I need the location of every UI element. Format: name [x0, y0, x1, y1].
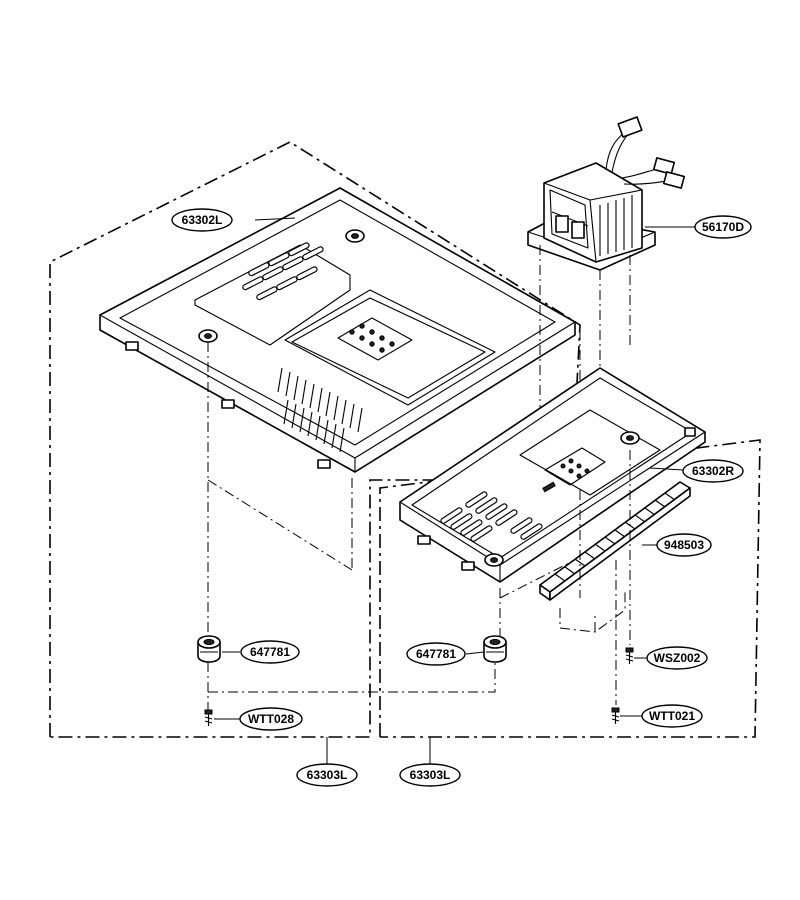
callout-screw-washer-text: WSZ002 — [654, 651, 701, 665]
callout-gasket-strip: 948503 — [656, 533, 712, 557]
right-base-plate — [399, 367, 706, 583]
callout-leaders — [214, 217, 697, 764]
left-projection-lines — [207, 342, 496, 712]
left-plate-front-vents — [277, 367, 363, 453]
callout-assembly-left-text: 63303L — [307, 768, 348, 782]
left-base-plate — [99, 187, 576, 473]
right-plate-holes — [560, 458, 590, 479]
callout-base-plate-left: 63302L — [171, 208, 233, 232]
callout-assembly-right-text: 63303L — [410, 768, 451, 782]
callout-base-plate-left-text: 63302L — [182, 213, 223, 227]
foot-right — [483, 635, 507, 663]
gasket-strip — [539, 481, 691, 601]
callout-foot-left: 647781 — [240, 640, 300, 664]
callout-gasket-strip-text: 948503 — [664, 538, 704, 552]
callout-screw-washer: WSZ002 — [646, 646, 708, 670]
screw-right — [611, 707, 620, 724]
foot-left — [197, 635, 221, 663]
callout-foot-right: 647781 — [406, 642, 466, 666]
callout-assembly-right: 63303L — [399, 763, 461, 787]
left-plate-top-slots — [242, 242, 324, 301]
callout-base-plate-right: 63302R — [682, 459, 744, 483]
screw-left — [204, 709, 213, 726]
left-plate-holes — [349, 323, 395, 353]
callout-transformer: 56170D — [694, 215, 752, 239]
right-projection-lines — [499, 450, 631, 705]
callout-screw-right-text: WTT021 — [649, 709, 695, 723]
assembly-outline-right — [379, 439, 761, 738]
callout-screw-left: WTT028 — [239, 707, 303, 731]
callout-screw-left-text: WTT028 — [248, 712, 294, 726]
callout-base-plate-right-text: 63302R — [692, 464, 734, 478]
right-plate-slots — [440, 491, 543, 542]
callout-screw-right: WTT021 — [641, 704, 703, 728]
transformer-wires — [605, 116, 686, 189]
callout-transformer-text: 56170D — [702, 220, 744, 234]
transformer-core-lines — [599, 195, 633, 256]
callout-foot-right-text: 647781 — [416, 647, 456, 661]
callout-foot-left-text: 647781 — [250, 645, 290, 659]
screw-washer — [625, 647, 634, 664]
callout-assembly-left: 63303L — [296, 763, 358, 787]
transformer — [527, 116, 686, 271]
